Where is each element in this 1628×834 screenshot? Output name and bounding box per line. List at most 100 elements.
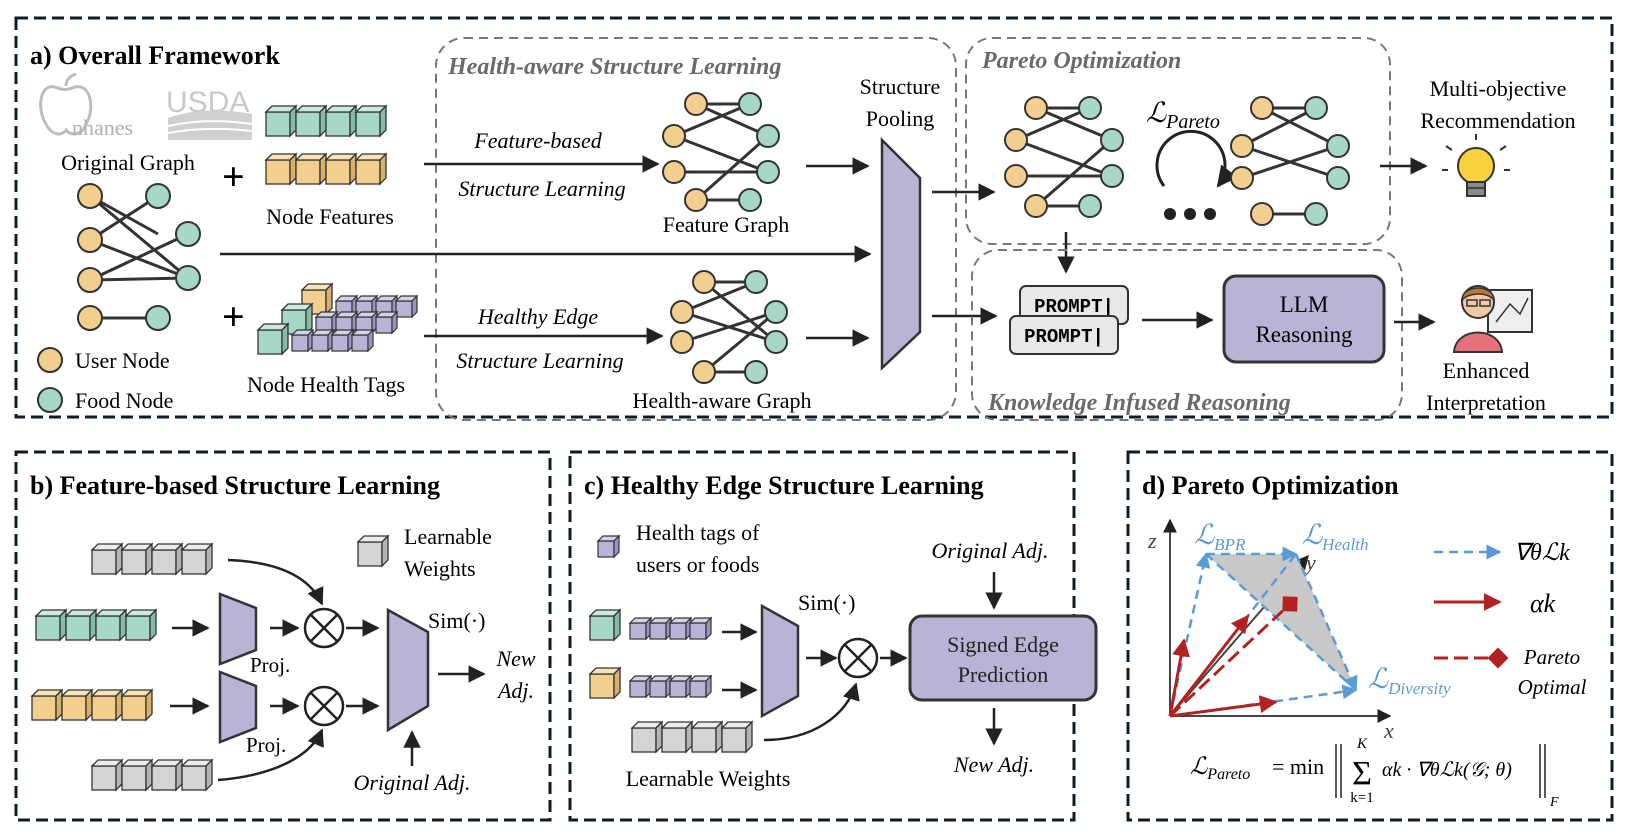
panel-a-title: a) Overall Framework bbox=[30, 41, 280, 70]
multi-objective-label-1: Multi-objective bbox=[1430, 76, 1567, 101]
panel-c-title: c) Healthy Edge Structure Learning bbox=[584, 471, 984, 500]
z-axis-label: z bbox=[1147, 528, 1157, 553]
node-features-label: Node Features bbox=[266, 204, 394, 229]
panel-b-border bbox=[14, 450, 552, 822]
sim-label-c: Sim(·) bbox=[798, 590, 855, 615]
loss-diversity-label: ℒDiversity bbox=[1368, 664, 1451, 698]
learnable-weights-label-1: Learnable bbox=[404, 524, 492, 549]
legend-user-node bbox=[37, 347, 63, 373]
pareto-formula: ℒPareto = min K Σ k=1 αk · ∇θℒk(𝒢; θ) F bbox=[1190, 736, 1559, 810]
new-adj-label-c: New Adj. bbox=[953, 752, 1034, 777]
plus-icon: + bbox=[222, 294, 245, 339]
pareto-box-title: Pareto Optimization bbox=[981, 48, 1181, 74]
feature-based-label-2: Structure Learning bbox=[458, 176, 625, 201]
healthy-edge-label-1: Healthy Edge bbox=[477, 304, 599, 329]
signed-edge-label-1: Signed Edge bbox=[947, 632, 1059, 657]
new-adj-label-2: Adj. bbox=[496, 678, 534, 703]
projection-trapezoid bbox=[218, 592, 258, 666]
prompt-text: PROMPT| bbox=[1024, 326, 1104, 348]
health-aware-box bbox=[435, 37, 957, 421]
node-health-tags-cubes bbox=[257, 283, 418, 355]
signed-edge-label-2: Prediction bbox=[958, 662, 1048, 687]
x-axis-label: x bbox=[1383, 718, 1394, 743]
panel-b-title: b) Feature-based Structure Learning bbox=[30, 471, 440, 500]
legend-user-label: User Node bbox=[75, 348, 170, 373]
feature-based-label-1: Feature-based bbox=[473, 128, 602, 153]
projection-trapezoid bbox=[218, 670, 258, 744]
food-feature-cubes bbox=[31, 689, 153, 721]
svg-text:K: K bbox=[1356, 736, 1368, 752]
node-health-tags-label: Node Health Tags bbox=[247, 372, 405, 397]
feature-graph bbox=[662, 92, 780, 212]
ellipsis-icon bbox=[1164, 208, 1216, 220]
svg-text:= min: = min bbox=[1272, 754, 1324, 779]
similarity-trapezoid bbox=[386, 607, 430, 733]
svg-text:ℒPareto: ℒPareto bbox=[1190, 754, 1250, 783]
original-graph bbox=[77, 183, 201, 331]
panel-d-border bbox=[1126, 450, 1614, 822]
svg-text:F: F bbox=[1549, 795, 1559, 810]
prompt-cards: PROMPT| PROMPT| bbox=[1009, 285, 1129, 355]
user-tag-row bbox=[589, 609, 712, 641]
pareto-graph-right bbox=[1230, 96, 1350, 226]
arrow bbox=[227, 558, 324, 606]
plus-icon: + bbox=[222, 154, 245, 199]
svg-text:Σ: Σ bbox=[1352, 755, 1372, 792]
arrow bbox=[763, 682, 860, 742]
legend-food-label: Food Node bbox=[75, 388, 173, 413]
teacher-icon bbox=[1452, 285, 1533, 353]
learnable-weights-label-c: Learnable Weights bbox=[626, 766, 791, 791]
feature-graph-label: Feature Graph bbox=[663, 212, 789, 237]
enhanced-label-2: Interpretation bbox=[1426, 390, 1546, 415]
multiply-icon bbox=[303, 607, 345, 649]
pareto-optimal-vector bbox=[1168, 596, 1298, 718]
gradient-vector bbox=[1168, 552, 1211, 717]
food-tag-row bbox=[589, 667, 712, 699]
usda-logo: USDA bbox=[166, 86, 253, 140]
y-axis-label: y bbox=[1304, 550, 1316, 575]
legend-pareto-label-1: Pareto bbox=[1523, 645, 1580, 669]
alpha-vector bbox=[1168, 638, 1190, 717]
llm-label-1: LLM bbox=[1280, 292, 1329, 317]
multiply-icon bbox=[303, 685, 345, 727]
arrow bbox=[217, 728, 324, 782]
legend-gradient-label: ∇θℒk bbox=[1514, 540, 1570, 566]
alpha-vector bbox=[1168, 614, 1250, 717]
learnable-weights-top bbox=[91, 543, 213, 575]
multi-objective-label-2: Recommendation bbox=[1420, 108, 1575, 133]
original-graph-label: Original Graph bbox=[61, 150, 195, 175]
health-tags-label-1: Health tags of bbox=[636, 520, 760, 545]
learnable-weights-c bbox=[631, 721, 753, 753]
alpha-vector bbox=[1169, 695, 1278, 718]
gradient-vector bbox=[1294, 553, 1358, 692]
prompt-text: PROMPT| bbox=[1034, 296, 1114, 318]
legend-food-node bbox=[37, 387, 63, 413]
knowledge-box-title: Knowledge Infused Reasoning bbox=[987, 390, 1291, 416]
health-aware-graph-label: Health-aware Graph bbox=[633, 388, 812, 413]
knowledge-box bbox=[971, 249, 1403, 421]
loss-bpr-label: ℒBPR bbox=[1194, 520, 1246, 554]
pareto-box bbox=[965, 37, 1391, 245]
nhanes-logo-text: nhanes bbox=[72, 115, 133, 140]
new-adj-label-1: New bbox=[495, 646, 535, 671]
learnable-weights-legend-cube bbox=[357, 535, 389, 567]
user-feature-cubes bbox=[35, 609, 157, 641]
learnable-weights-label-2: Weights bbox=[404, 556, 476, 581]
structure-pooling-trapezoid bbox=[880, 136, 922, 371]
health-tag-cube-legend bbox=[597, 535, 620, 558]
original-adj-label-c: Original Adj. bbox=[932, 538, 1049, 563]
healthy-edge-label-2: Structure Learning bbox=[456, 348, 623, 373]
legend-pareto-label-2: Optimal bbox=[1518, 675, 1587, 699]
svg-text:αk · ∇θℒk(𝒢; θ): αk · ∇θℒk(𝒢; θ) bbox=[1382, 759, 1512, 781]
multiply-icon bbox=[837, 637, 879, 679]
legend-alpha-label: αk bbox=[1530, 589, 1556, 618]
gradient-vector bbox=[1205, 553, 1357, 691]
proj-label: Proj. bbox=[246, 733, 286, 757]
llm-reasoning-box bbox=[1222, 274, 1386, 364]
signed-edge-prediction-box bbox=[908, 614, 1098, 702]
node-features-cubes bbox=[265, 105, 387, 185]
enhanced-label-1: Enhanced bbox=[1443, 358, 1530, 383]
pareto-graph-left bbox=[1004, 96, 1124, 218]
health-aware-box-title: Health-aware Structure Learning bbox=[447, 54, 781, 80]
